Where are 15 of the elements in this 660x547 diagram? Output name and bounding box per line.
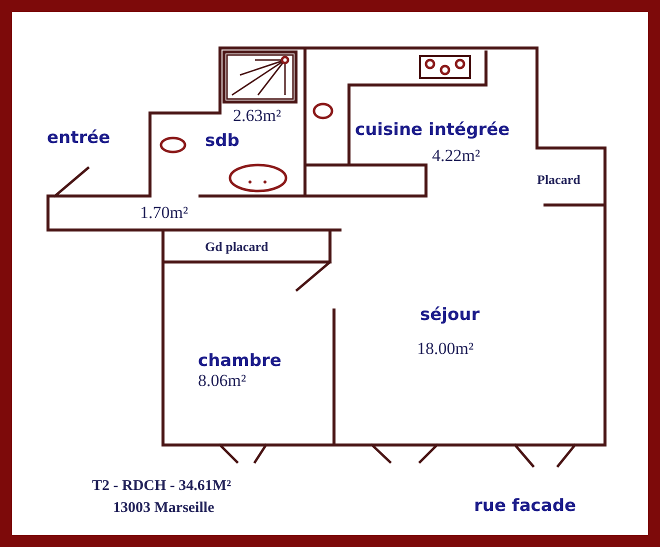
area-label: 8.06m²: [198, 372, 246, 389]
area-label: 4.22m²: [432, 147, 480, 164]
room-label: Gd placard: [205, 240, 268, 253]
area-label: 2.63m²: [233, 107, 282, 124]
room-label: sdb: [205, 133, 240, 150]
area-label: 1.70m²: [140, 204, 188, 221]
room-label: séjour: [420, 307, 480, 324]
property-info-text: T2 - RDCH - 34.61M²: [92, 479, 232, 494]
room-label: cuisine intégrée: [355, 122, 510, 139]
room-label: chambre: [198, 353, 282, 370]
room-label: entrée: [47, 130, 110, 147]
area-label: 18.00m²: [417, 340, 474, 357]
room-label: Placard: [537, 173, 580, 186]
street-label: rue facade: [474, 498, 576, 515]
address-text: 13003 Marseille: [113, 501, 214, 516]
